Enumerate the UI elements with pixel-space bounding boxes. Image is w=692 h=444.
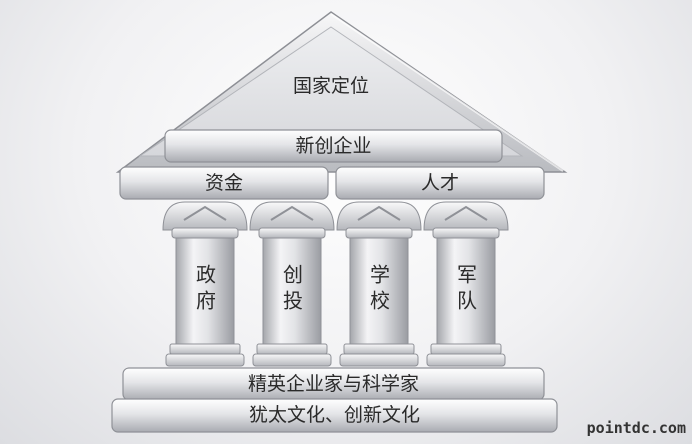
- pillar-4: [423, 201, 509, 367]
- beam-right: [335, 166, 545, 200]
- step-lower: [111, 398, 558, 433]
- step-upper: [122, 367, 545, 401]
- pillar-3: [336, 201, 422, 367]
- pillar-2: [249, 201, 335, 367]
- watermark-text: pointdc.com: [586, 419, 686, 437]
- pillar-1: [162, 201, 248, 367]
- pillar-label-military: 军队: [453, 264, 478, 316]
- beam-left: [119, 166, 329, 200]
- frieze-bar: [164, 129, 503, 163]
- pillar-label-venture-capital: 创投: [279, 264, 304, 316]
- pillar-label-government: 政府: [192, 264, 217, 316]
- pillar-label-schools: 学校: [366, 264, 391, 316]
